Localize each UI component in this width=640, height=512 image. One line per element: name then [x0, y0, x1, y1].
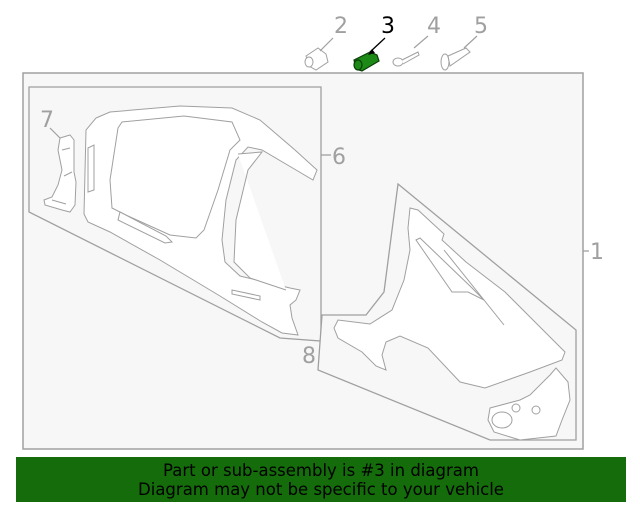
callout-5[interactable]: 5 — [474, 14, 488, 39]
part-4-screw[interactable] — [392, 51, 420, 67]
part-8-inner-bracket — [487, 367, 571, 441]
part-7-bracket[interactable] — [43, 134, 77, 213]
callout-8[interactable]: 8 — [302, 344, 316, 369]
callout-3[interactable]: 3 — [381, 14, 395, 39]
part-3-clip-highlighted[interactable] — [353, 51, 380, 72]
info-banner: Part or sub-assembly is #3 in diagram Di… — [16, 457, 626, 502]
banner-line-disclaimer: Diagram may not be specific to your vehi… — [138, 480, 504, 499]
callout-4[interactable]: 4 — [427, 14, 441, 39]
callout-2[interactable]: 2 — [334, 14, 348, 39]
part-6-body-side[interactable] — [83, 105, 318, 336]
callout-7[interactable]: 7 — [40, 108, 54, 133]
part-5-bolt[interactable] — [440, 47, 471, 71]
part-2-nut[interactable] — [304, 47, 329, 71]
part-8-quarter-panel[interactable] — [333, 207, 566, 389]
callout-6[interactable]: 6 — [332, 145, 346, 170]
banner-line-part-number: Part or sub-assembly is #3 in diagram — [163, 461, 479, 480]
callout-1[interactable]: 1 — [590, 240, 604, 265]
